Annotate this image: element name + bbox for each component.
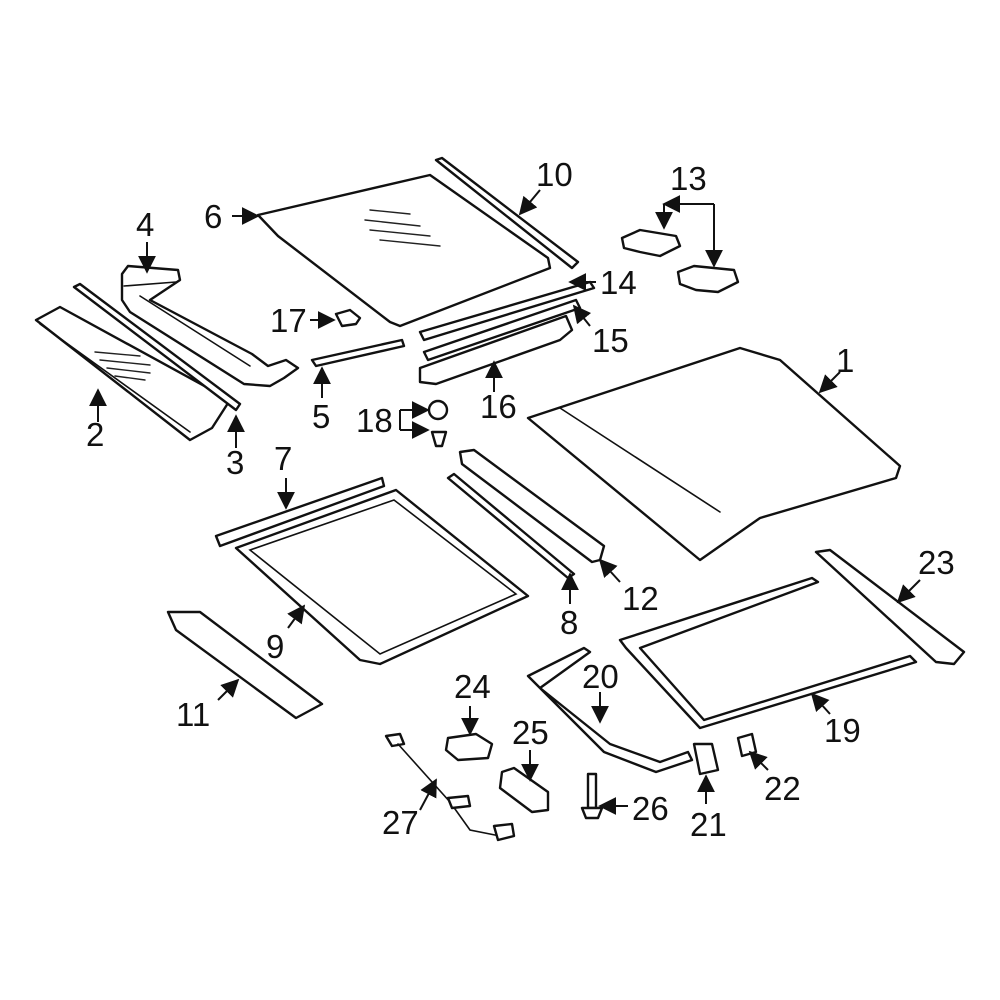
- callout-14: 14: [600, 264, 637, 301]
- callout-27: 27: [382, 804, 419, 841]
- callout-21: 21: [690, 806, 727, 843]
- callout-24: 24: [454, 668, 491, 705]
- callout-4: 4: [136, 206, 154, 243]
- part-25-module: [498, 766, 550, 814]
- part-26-bolt: [580, 772, 604, 820]
- callout-9: 9: [266, 628, 284, 665]
- part-16-rail: [418, 314, 574, 386]
- part-27-wire-harness: [384, 732, 516, 842]
- leader-lines: [89, 189, 921, 815]
- part-21-clip: [692, 742, 720, 776]
- callout-18: 18: [356, 402, 393, 439]
- part-3-seal-strip: [72, 282, 242, 412]
- leader-12: [598, 558, 621, 583]
- part-4-highlighted-bracket: [120, 264, 300, 388]
- callout-1: 1: [836, 342, 854, 379]
- part-11-bracket: [166, 610, 324, 720]
- callout-25: 25: [512, 714, 549, 751]
- part-6-roof-glass: [256, 173, 552, 328]
- part-1-roof-panel: [526, 346, 902, 562]
- leader-19: [810, 692, 831, 715]
- part-20-drain-hose: [526, 646, 694, 774]
- part-7-frame-seal: [214, 476, 386, 548]
- callout-labels: 1 2 3 4 5 6 7 8 9 10 11 12 13 14 15 16 1…: [86, 156, 955, 843]
- glass-reflection-hatch: [94, 351, 151, 381]
- callout-20: 20: [582, 658, 619, 695]
- callout-23: 23: [918, 544, 955, 581]
- leader-27: [419, 778, 437, 811]
- leader-11: [217, 678, 240, 701]
- part-19-seal-frame: [618, 576, 918, 730]
- callout-10: 10: [536, 156, 573, 193]
- callout-22: 22: [764, 770, 801, 807]
- part-2-glass-panel: [34, 305, 232, 442]
- callout-5: 5: [312, 398, 330, 435]
- part-24-module: [444, 732, 494, 762]
- callout-16: 16: [480, 388, 517, 425]
- part-14-trim-strip: [418, 280, 596, 342]
- callout-19: 19: [824, 712, 861, 749]
- callout-17: 17: [270, 302, 307, 339]
- part-10-side-rail-strip: [434, 156, 580, 270]
- leader-23: [896, 579, 921, 604]
- callout-3: 3: [226, 444, 244, 481]
- part-17-screw: [334, 308, 362, 328]
- part-9-roof-frame: [234, 488, 530, 666]
- callout-13: 13: [670, 160, 707, 197]
- leader-1: [818, 371, 841, 394]
- part-22-clip: [736, 732, 758, 758]
- callout-15: 15: [592, 322, 629, 359]
- callout-6: 6: [204, 198, 222, 235]
- callout-7: 7: [274, 440, 292, 477]
- leader-9: [287, 604, 306, 629]
- leader-22: [748, 750, 769, 771]
- leader-10: [518, 189, 541, 216]
- highlighted-part-4: [120, 264, 300, 388]
- part-5-small-strip: [310, 338, 406, 368]
- leader-15: [572, 304, 592, 327]
- callout-2: 2: [86, 416, 104, 453]
- part-23-side-rail: [814, 548, 966, 666]
- part-13-clips: [620, 228, 740, 294]
- callout-8: 8: [560, 604, 578, 641]
- callout-12: 12: [622, 580, 659, 617]
- roof-glass-reflection-hatch: [364, 209, 441, 247]
- callout-11: 11: [176, 696, 210, 733]
- part-18-fasteners: [427, 399, 449, 448]
- callout-26: 26: [632, 790, 669, 827]
